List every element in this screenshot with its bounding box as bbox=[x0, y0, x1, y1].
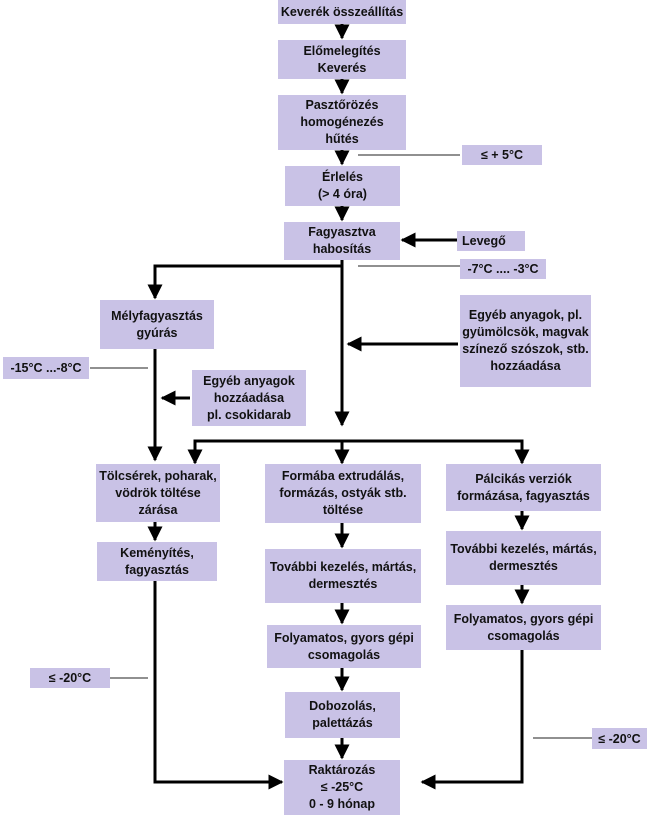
node-freeze-line: habosítás bbox=[312, 242, 372, 256]
node-pasteur-line: hűtés bbox=[325, 132, 359, 146]
node-box-line: palettázás bbox=[312, 716, 373, 730]
label-temp-m7-text: -7°C .... -3°C bbox=[467, 262, 539, 276]
node-storage-line: Raktározás bbox=[308, 763, 376, 777]
node-harden-line: Keményítés, bbox=[120, 545, 194, 560]
node-other-right: Egyéb anyagok, pl. gyümölcsök, magvak sz… bbox=[460, 295, 591, 387]
node-storage-line: 0 - 9 hónap bbox=[309, 797, 375, 811]
node-other-left-line: Egyéb anyagok bbox=[203, 373, 295, 388]
node-other-left-line: hozzáadása bbox=[213, 390, 285, 405]
node-fill-line: zárása bbox=[138, 502, 178, 517]
node-mix-line: Keverék összeállítás bbox=[280, 4, 404, 19]
node-freeze: Fagyasztva habosítás bbox=[284, 222, 400, 260]
node-aging-line: Érlelés bbox=[321, 170, 363, 184]
label-temp-5-text: ≤ + 5°C bbox=[480, 148, 524, 162]
node-pack-right-line: csomagolás bbox=[487, 628, 560, 643]
label-temp-m7: -7°C .... -3°C bbox=[460, 259, 546, 279]
node-box-line: Dobozolás, bbox=[309, 699, 376, 713]
node-stick: Pálcikás verziók formázása, fagyasztás bbox=[446, 464, 601, 511]
node-other-right-line: hozzáadása bbox=[490, 359, 561, 373]
node-preheat-line: Keverés bbox=[317, 60, 367, 75]
node-further-mid-line: dermesztés bbox=[308, 577, 378, 591]
node-further-right-line: dermesztés bbox=[489, 559, 558, 573]
node-fill-line: vödrök töltése bbox=[115, 485, 201, 500]
label-temp-m15-text: -15°C ...-8°C bbox=[10, 361, 82, 375]
node-further-right: További kezelés, mártás, dermesztés bbox=[446, 531, 601, 585]
connector-three-way bbox=[193, 439, 524, 462]
node-other-right-line: színező szószok, stb. bbox=[462, 342, 589, 356]
node-further-mid: További kezelés, mártás, dermesztés bbox=[265, 549, 421, 603]
node-extrude-line: töltése bbox=[322, 503, 364, 517]
node-deepfreeze-line: gyúrás bbox=[136, 325, 178, 340]
label-temp-m20-right: ≤ -20°C bbox=[592, 728, 647, 749]
node-other-right-line: Egyéb anyagok, pl. bbox=[468, 308, 583, 322]
node-harden-line: fagyasztás bbox=[125, 562, 189, 577]
label-temp-m20-left-text: ≤ -20°C bbox=[48, 671, 92, 685]
node-preheat-line: Előmelegítés bbox=[303, 43, 381, 58]
node-pack-right-line: Folyamatos, gyors gépi bbox=[453, 611, 594, 626]
node-fill: Tölcsérek, poharak, vödrök töltése zárás… bbox=[96, 464, 220, 522]
node-pack-mid: Folyamatos, gyors gépi csomagolás bbox=[267, 625, 421, 668]
label-air: Levegő bbox=[457, 231, 525, 251]
node-storage-line: ≤ -25°C bbox=[320, 780, 364, 794]
node-pack-mid-line: Folyamatos, gyors gépi bbox=[274, 630, 414, 645]
label-temp-5: ≤ + 5°C bbox=[462, 145, 542, 165]
node-preheat: Előmelegítés Keverés bbox=[278, 40, 406, 79]
node-aging-line: (> 4 óra) bbox=[318, 187, 367, 201]
node-pack-mid-line: csomagolás bbox=[307, 647, 381, 662]
node-extrude-line: Formába extrudálás, bbox=[281, 469, 405, 483]
label-temp-m15: -15°C ...-8°C bbox=[3, 357, 89, 379]
label-air-text: Levegő bbox=[462, 234, 506, 248]
node-mix: Keverék összeállítás bbox=[278, 0, 406, 24]
node-pasteur-line: Pasztőrözés bbox=[305, 98, 379, 112]
connector-to-deepfreeze bbox=[147, 264, 342, 300]
label-temp-m20-right-text: ≤ -20°C bbox=[598, 731, 641, 746]
node-extrude-line: formázás, ostyák stb. bbox=[279, 486, 407, 500]
node-other-left: Egyéb anyagok hozzáadása pl. csokidarab bbox=[192, 370, 306, 426]
node-other-left-line: pl. csokidarab bbox=[206, 407, 292, 422]
arrow-pack-right-storage bbox=[420, 650, 524, 790]
node-box: Dobozolás, palettázás bbox=[285, 692, 400, 738]
arrow-harden-storage bbox=[153, 581, 284, 790]
node-freeze-line: Fagyasztva bbox=[308, 225, 376, 239]
node-pack-right: Folyamatos, gyors gépi csomagolás bbox=[446, 605, 601, 650]
node-stick-line: formázása, fagyasztás bbox=[457, 488, 590, 503]
node-stick-line: Pálcikás verziók bbox=[475, 471, 572, 486]
node-other-right-line: gyümölcsök, magvak bbox=[462, 325, 589, 339]
node-deepfreeze-line: Mélyfagyasztás bbox=[111, 308, 203, 323]
node-aging: Érlelés (> 4 óra) bbox=[285, 166, 400, 206]
node-fill-line: Tölcsérek, poharak, bbox=[99, 468, 217, 483]
node-pasteur-line: homogénezés bbox=[300, 115, 384, 129]
node-further-right-line: További kezelés, mártás, bbox=[450, 542, 597, 556]
node-storage: Raktározás ≤ -25°C 0 - 9 hónap bbox=[284, 760, 400, 815]
node-pasteur: Pasztőrözés homogénezés hűtés bbox=[278, 95, 406, 150]
label-temp-m20-left: ≤ -20°C bbox=[30, 668, 110, 688]
node-harden: Keményítés, fagyasztás bbox=[97, 542, 217, 581]
node-deepfreeze: Mélyfagyasztás gyúrás bbox=[100, 300, 214, 349]
node-extrude: Formába extrudálás, formázás, ostyák stb… bbox=[265, 464, 421, 523]
node-further-mid-line: További kezelés, mártás, bbox=[269, 560, 417, 574]
